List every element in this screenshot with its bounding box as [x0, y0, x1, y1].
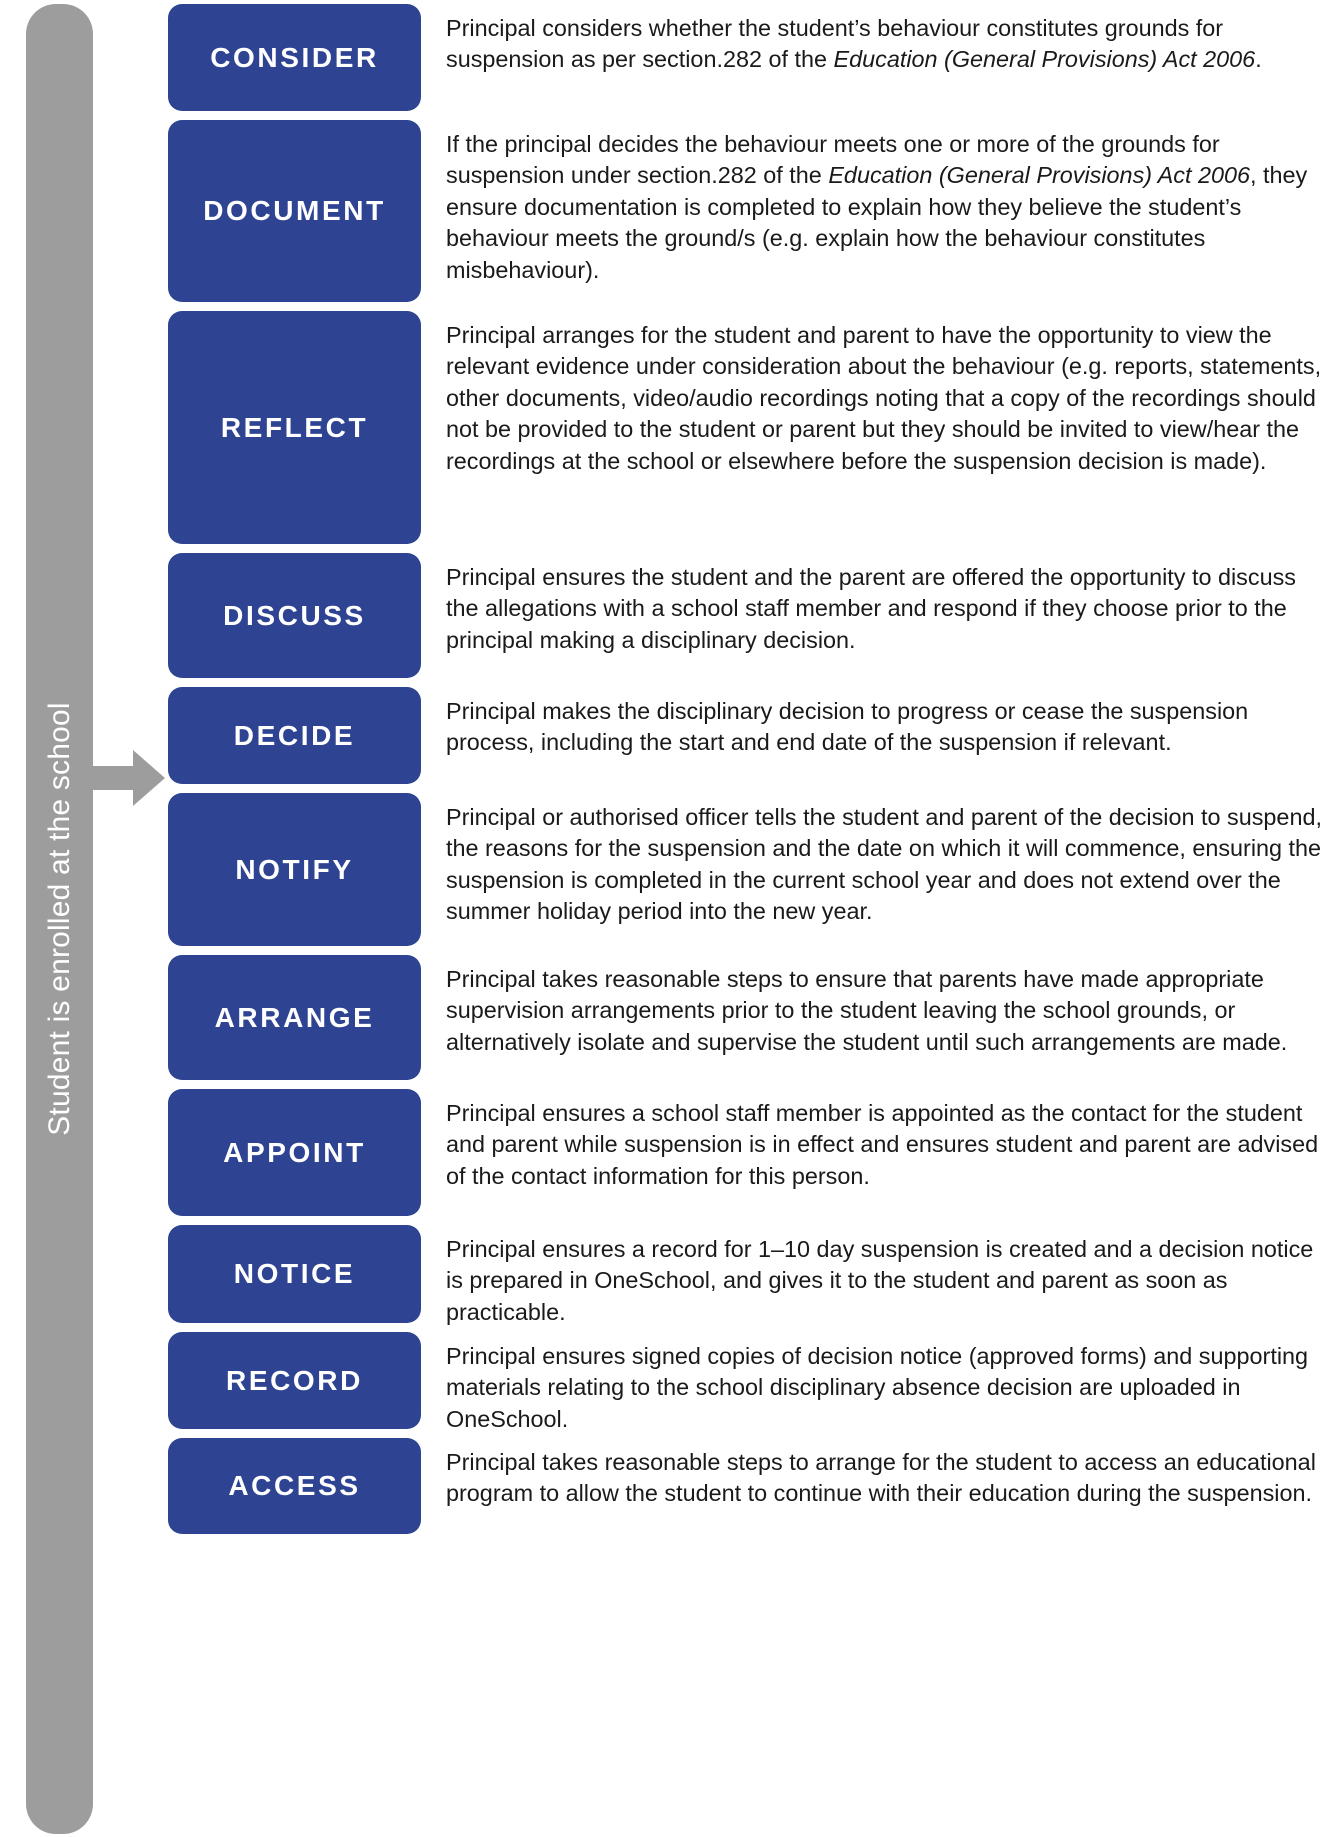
step-row-decide: DECIDE Principal makes the disciplinary … — [168, 687, 1328, 784]
step-description-reflect: Principal arranges for the student and p… — [446, 322, 1322, 474]
step-row-consider: CONSIDER Principal considers whether the… — [168, 4, 1328, 111]
right-arrow-icon — [93, 748, 165, 808]
enrolment-rail-label-container: Student is enrolled at the school — [26, 4, 93, 1834]
step-description-decide: Principal makes the disciplinary decisio… — [446, 698, 1249, 756]
step-row-notify: NOTIFY Principal or authorised officer t… — [168, 793, 1328, 946]
step-chip-document[interactable]: DOCUMENT — [168, 120, 421, 302]
step-description-arrange: Principal takes reasonable steps to ensu… — [446, 966, 1288, 1055]
step-description-discuss: Principal ensures the student and the pa… — [446, 564, 1296, 653]
step-description-record: Principal ensures signed copies of decis… — [446, 1343, 1309, 1432]
step-chip-arrange[interactable]: ARRANGE — [168, 955, 421, 1080]
step-chip-record[interactable]: RECORD — [168, 1332, 421, 1429]
step-row-notice: NOTICE Principal ensures a record for 1–… — [168, 1225, 1328, 1325]
step-chip-notify[interactable]: NOTIFY — [168, 793, 421, 946]
step-description-notice: Principal ensures a record for 1–10 day … — [446, 1236, 1314, 1325]
enrolment-rail-label: Student is enrolled at the school — [42, 702, 76, 1136]
step-description-access: Principal takes reasonable steps to arra… — [446, 1449, 1316, 1507]
step-chip-reflect[interactable]: REFLECT — [168, 311, 421, 544]
step-chip-appoint[interactable]: APPOINT — [168, 1089, 421, 1216]
step-chip-consider[interactable]: CONSIDER — [168, 4, 421, 111]
step-row-document: DOCUMENT If the principal decides the be… — [168, 120, 1328, 302]
step-row-arrange: ARRANGE Principal takes reasonable steps… — [168, 955, 1328, 1080]
step-description-consider: Principal considers whether the student’… — [446, 15, 1262, 73]
step-chip-discuss[interactable]: DISCUSS — [168, 553, 421, 678]
step-row-discuss: DISCUSS Principal ensures the student an… — [168, 553, 1328, 678]
step-row-appoint: APPOINT Principal ensures a school staff… — [168, 1089, 1328, 1216]
step-chip-notice[interactable]: NOTICE — [168, 1225, 421, 1323]
step-description-notify: Principal or authorised officer tells th… — [446, 804, 1322, 925]
step-row-reflect: REFLECT Principal arranges for the stude… — [168, 311, 1328, 544]
step-description-appoint: Principal ensures a school staff member … — [446, 1100, 1319, 1189]
step-list: CONSIDER Principal considers whether the… — [168, 4, 1328, 1543]
step-chip-decide[interactable]: DECIDE — [168, 687, 421, 784]
step-row-record: RECORD Principal ensures signed copies o… — [168, 1332, 1328, 1432]
step-row-access: ACCESS Principal takes reasonable steps … — [168, 1438, 1328, 1534]
step-chip-access[interactable]: ACCESS — [168, 1438, 421, 1534]
enrolment-rail — [26, 4, 93, 1834]
step-description-document: If the principal decides the behaviour m… — [446, 131, 1308, 283]
